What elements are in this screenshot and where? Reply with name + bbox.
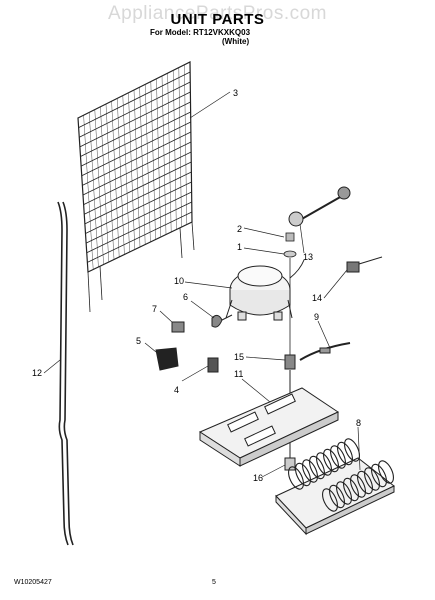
callout-labels: 1 2 3 4 5 6 7 8 9 10 11 12 13 14 15 16: [32, 88, 361, 483]
leader-lines: [43, 91, 361, 478]
callout-1: 1: [237, 242, 242, 252]
callout-7: 7: [152, 304, 157, 314]
grommet: [283, 232, 297, 355]
callout-11: 11: [234, 369, 243, 379]
callout-8: 8: [356, 418, 361, 428]
relay: [299, 256, 383, 361]
callout-9: 9: [314, 312, 319, 322]
valve-assembly: [288, 186, 351, 227]
callout-5: 5: [136, 336, 141, 346]
page-number: 5: [212, 579, 216, 586]
page-title: UNIT PARTS: [170, 11, 265, 28]
callout-2: 2: [237, 224, 242, 234]
callout-6: 6: [183, 292, 188, 302]
callout-3: 3: [233, 88, 238, 98]
drain-pan: [275, 438, 395, 536]
drain-tube: [57, 201, 74, 546]
base-pan: [198, 387, 340, 467]
doc-number: W10205427: [14, 579, 52, 586]
condenser-coil: [77, 61, 195, 313]
callout-10: 10: [174, 276, 184, 286]
callout-13: 13: [303, 252, 313, 262]
watermark: AppliancePartsPros.com: [107, 3, 328, 24]
callout-14: 14: [312, 293, 322, 303]
model-color: (White): [222, 37, 250, 46]
small-parts: [155, 314, 233, 373]
callout-15: 15: [234, 352, 244, 362]
callout-16: 16: [253, 473, 263, 483]
model-number: For Model: RT12VKXKQ03: [150, 28, 251, 37]
compressor: [225, 259, 305, 321]
callout-12: 12: [32, 368, 42, 378]
callout-4: 4: [174, 385, 179, 395]
